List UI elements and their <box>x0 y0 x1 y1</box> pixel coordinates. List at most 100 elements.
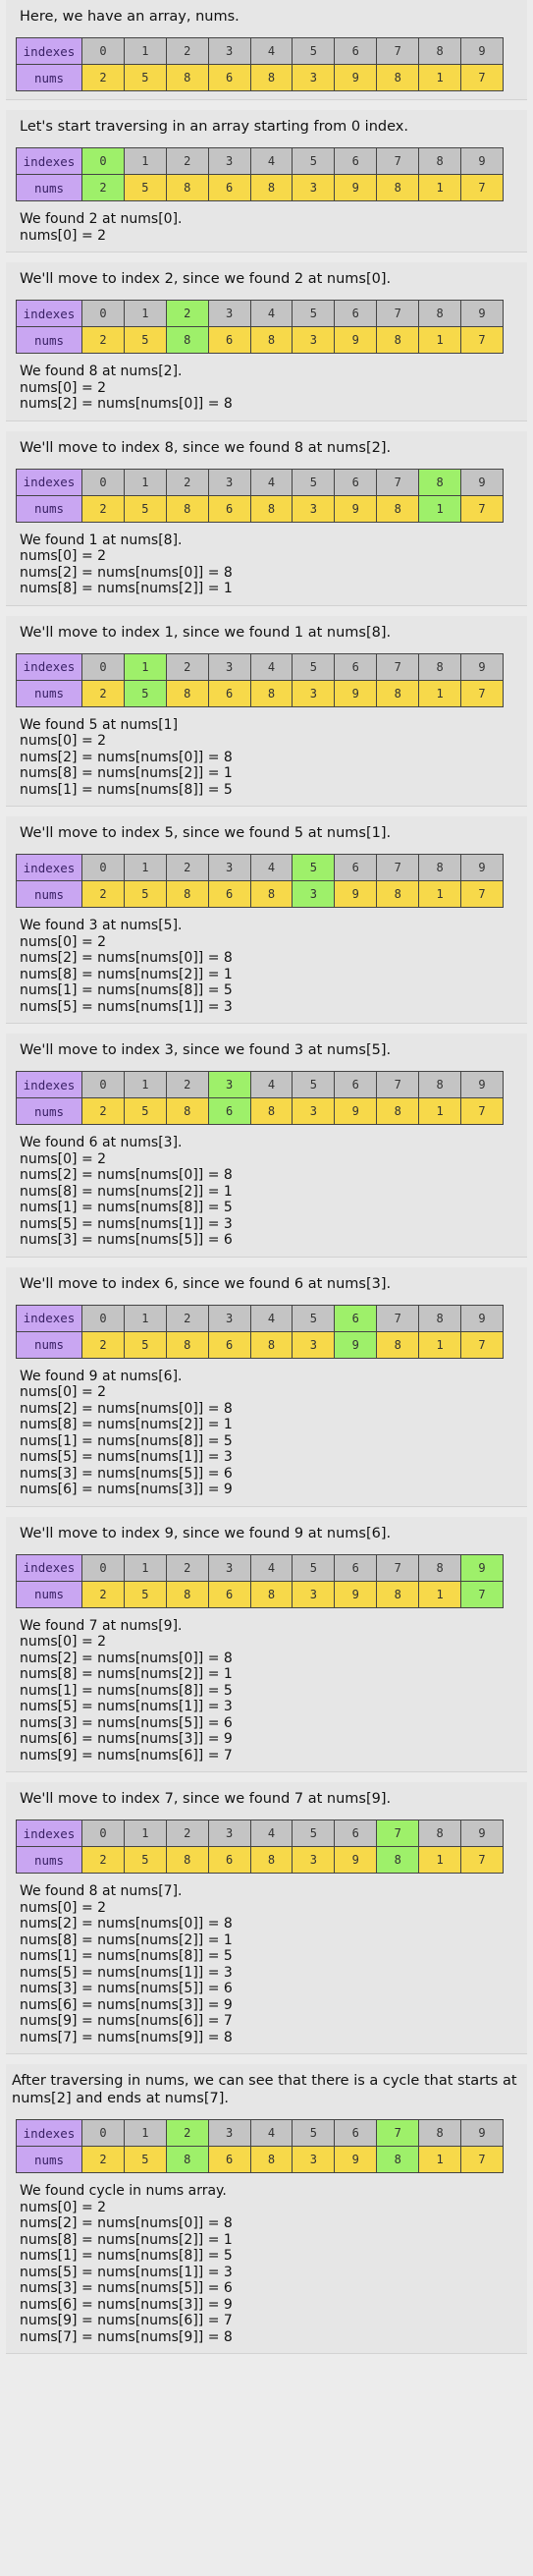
value-cell-7: 8 <box>376 679 420 707</box>
index-cell-9: 9 <box>460 37 504 65</box>
index-cell-9: 9 <box>460 468 504 496</box>
index-cell-7: 7 <box>376 1071 420 1098</box>
value-cell-2: 8 <box>165 1097 209 1125</box>
index-cell-0: 0 <box>81 1071 125 1098</box>
index-cell-2: 2 <box>165 652 209 681</box>
index-cell-5: 5 <box>292 468 336 496</box>
value-cell-5: 3 <box>292 1580 336 1608</box>
index-cell-3: 3 <box>207 147 251 175</box>
note-line: nums[3] = nums[nums[5]] = 6 <box>20 1714 233 1731</box>
index-cell-3: 3 <box>207 854 251 881</box>
step-panel: Let's start traversing in an array start… <box>6 110 527 252</box>
note-line: nums[2] = nums[nums[0]] = 8 <box>20 396 233 412</box>
note-line: nums[1] = nums[nums[8]] = 5 <box>20 781 233 798</box>
index-cell-8: 8 <box>418 1071 462 1098</box>
value-cell-1: 5 <box>123 2146 167 2173</box>
indexes-row-label: indexes <box>16 1304 82 1332</box>
note-line: nums[0] = 2 <box>20 1384 107 1400</box>
value-cell-2: 8 <box>165 326 209 354</box>
index-cell-5: 5 <box>292 1304 336 1332</box>
value-cell-8: 1 <box>418 174 462 201</box>
indexes-row-label: indexes <box>16 468 82 496</box>
note-line: nums[0] = 2 <box>20 2199 107 2215</box>
value-cell-3: 6 <box>207 326 251 354</box>
nums-row-label: nums <box>16 174 82 201</box>
index-cell-2: 2 <box>165 37 209 65</box>
value-cell-8: 1 <box>418 494 462 523</box>
index-cell-8: 8 <box>418 1820 462 1847</box>
note-line: We found 9 at nums[6]. <box>20 1368 183 1384</box>
indexes-row-label: indexes <box>16 37 82 65</box>
value-cell-2: 8 <box>165 880 209 908</box>
step-notes: We found cycle in nums array.nums[0] = 2… <box>20 2183 517 2345</box>
step-panel: We'll move to index 5, since we found 5 … <box>6 816 527 1024</box>
note-line: nums[8] = nums[nums[2]] = 1 <box>20 765 233 781</box>
note-line: nums[1] = nums[nums[8]] = 5 <box>20 982 233 998</box>
index-cell-8: 8 <box>418 300 462 327</box>
note-line: nums[6] = nums[nums[3]] = 9 <box>20 2296 233 2313</box>
value-cell-7: 8 <box>376 494 420 523</box>
value-cell-2: 8 <box>165 679 209 707</box>
value-cell-4: 8 <box>249 1330 293 1359</box>
index-cell-6: 6 <box>334 2119 378 2147</box>
value-cell-0: 2 <box>81 326 125 354</box>
value-cell-8: 1 <box>418 326 462 354</box>
indexes-row-label: indexes <box>16 1820 82 1847</box>
nums-row-label: nums <box>16 1330 82 1359</box>
value-cell-3: 6 <box>207 679 251 707</box>
value-cell-6: 9 <box>334 174 378 201</box>
nums-row-label: nums <box>16 2146 82 2173</box>
value-cell-1: 5 <box>123 1330 167 1359</box>
note-line: We found 6 at nums[3]. <box>20 1135 183 1150</box>
index-cell-1: 1 <box>123 1304 167 1332</box>
value-cell-0: 2 <box>81 1330 125 1359</box>
value-cell-5: 3 <box>292 1846 336 1874</box>
index-cell-6: 6 <box>334 652 378 681</box>
index-cell-2: 2 <box>165 1304 209 1332</box>
value-cell-4: 8 <box>249 494 293 523</box>
index-cell-5: 5 <box>292 1553 336 1582</box>
value-cell-1: 5 <box>123 64 167 91</box>
note-line: nums[3] = nums[nums[5]] = 6 <box>20 1981 233 1996</box>
note-line: We found 2 at nums[0]. <box>20 211 183 227</box>
note-line: nums[7] = nums[nums[9]] = 8 <box>20 2029 233 2045</box>
note-line: We found 8 at nums[7]. <box>20 1883 183 1899</box>
index-cell-1: 1 <box>123 652 167 681</box>
index-cell-9: 9 <box>460 854 504 881</box>
step-caption: We'll move to index 3, since we found 3 … <box>20 1042 392 1058</box>
note-line: nums[2] = nums[nums[0]] = 8 <box>20 1650 233 1666</box>
step-panel: We'll move to index 3, since we found 3 … <box>6 1034 527 1258</box>
index-cell-6: 6 <box>334 854 378 881</box>
indexes-row-label: indexes <box>16 1071 82 1098</box>
index-cell-3: 3 <box>207 1304 251 1332</box>
note-line: We found 1 at nums[8]. <box>20 532 183 548</box>
value-cell-6: 9 <box>334 326 378 354</box>
value-cell-7: 8 <box>376 1097 420 1125</box>
value-cell-1: 5 <box>123 326 167 354</box>
index-cell-9: 9 <box>460 300 504 327</box>
note-line: We found cycle in nums array. <box>20 2183 227 2199</box>
note-line: nums[9] = nums[nums[6]] = 7 <box>20 1747 233 1764</box>
value-cell-8: 1 <box>418 679 462 707</box>
note-line: nums[0] = 2 <box>20 1899 107 1916</box>
value-cell-0: 2 <box>81 1846 125 1874</box>
value-cell-5: 3 <box>292 679 336 707</box>
index-cell-3: 3 <box>207 37 251 65</box>
value-cell-9: 7 <box>460 679 504 707</box>
value-cell-8: 1 <box>418 1097 462 1125</box>
value-cell-9: 7 <box>460 1846 504 1874</box>
value-cell-7: 8 <box>376 1580 420 1608</box>
indexes-row-label: indexes <box>16 300 82 327</box>
